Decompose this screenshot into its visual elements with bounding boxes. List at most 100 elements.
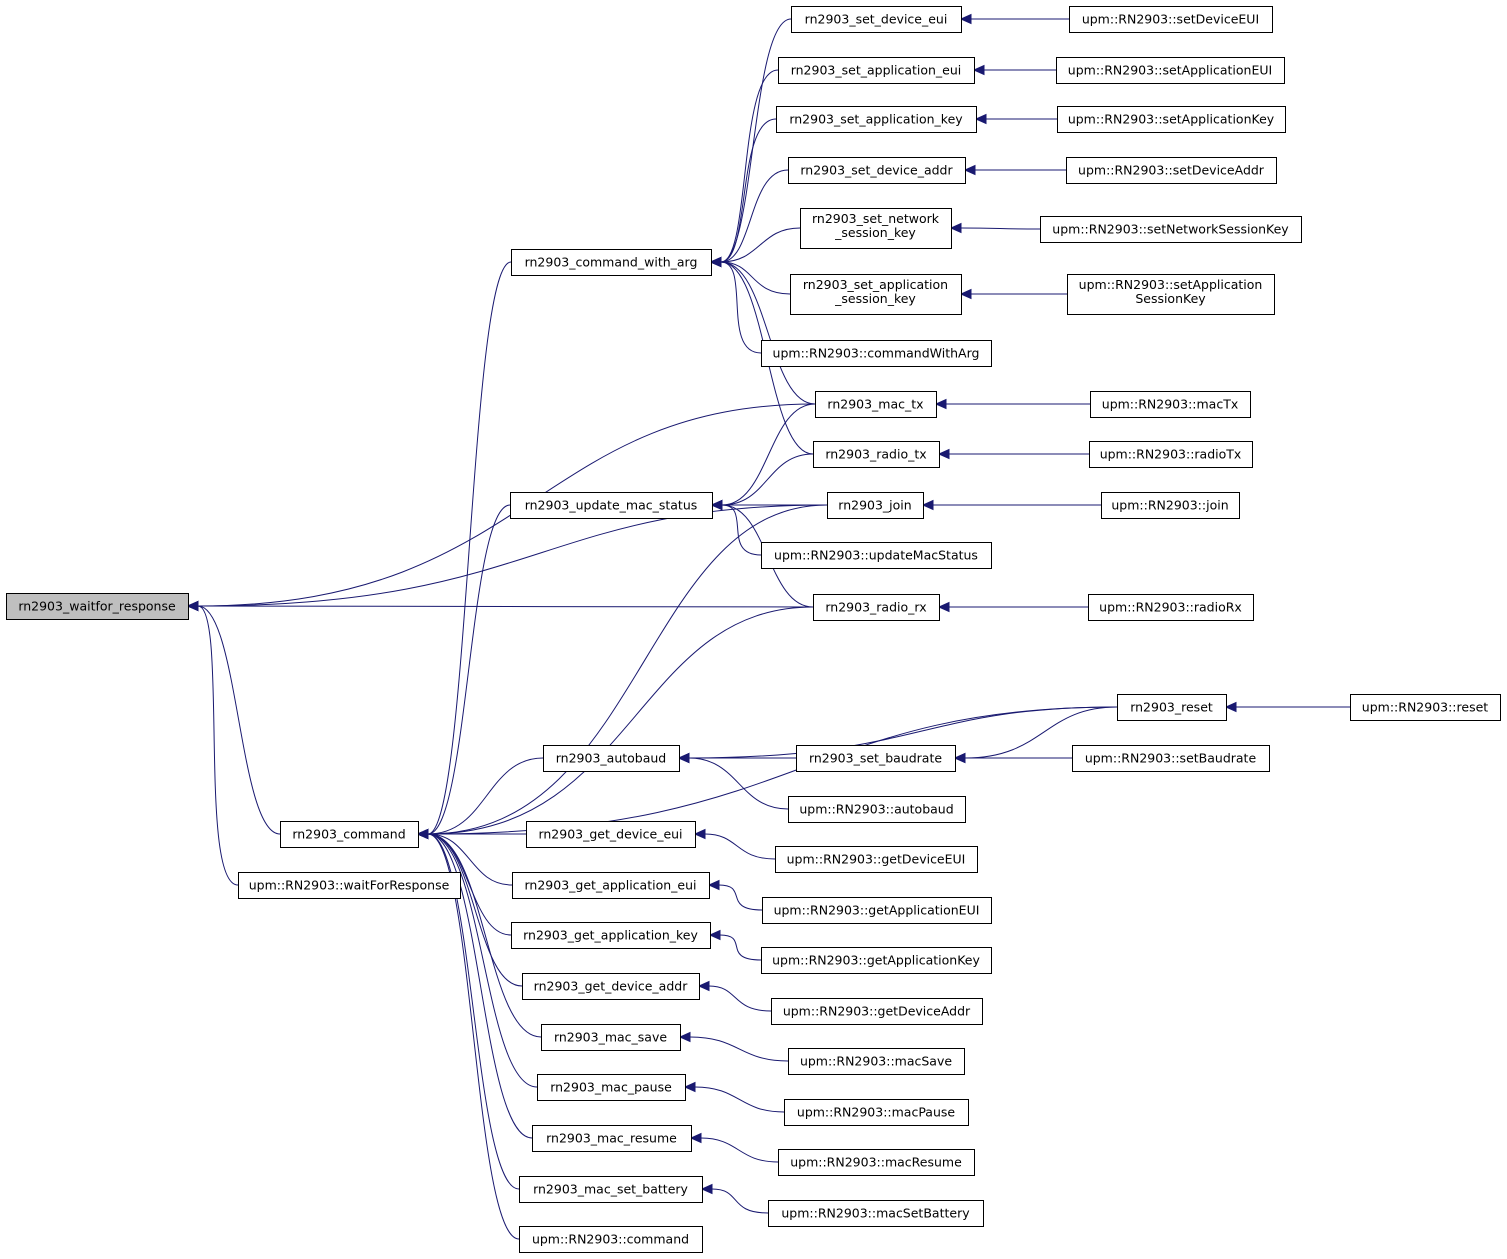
- node-label: rn2903_waitfor_response: [18, 599, 176, 614]
- node-get-device-addr[interactable]: rn2903_get_device_addr: [522, 973, 700, 1000]
- node-upm-getApplicationEUI[interactable]: upm::RN2903::getApplicationEUI: [762, 897, 992, 924]
- node-label: rn2903_mac_pause: [550, 1080, 672, 1095]
- edge-upm-getApplicationEUI-to-get-application-eui: [718, 884, 763, 911]
- node-label: rn2903_set_device_addr: [800, 163, 953, 178]
- node-box: [511, 922, 711, 949]
- node-upm-autobaud[interactable]: upm::RN2903::autobaud: [788, 796, 966, 823]
- edge-upm-getDeviceEUI-to-get-device-eui: [704, 833, 776, 860]
- node-label: upm::RN2903::setApplication: [1079, 277, 1263, 292]
- node-upm-getDeviceEUI[interactable]: upm::RN2903::getDeviceEUI: [775, 846, 978, 873]
- node-box: [1072, 745, 1270, 772]
- node-upm-macTx[interactable]: upm::RN2903::macTx: [1090, 391, 1251, 418]
- node-set-device-addr[interactable]: rn2903_set_device_addr: [788, 157, 966, 184]
- node-upm-setBaudrate[interactable]: upm::RN2903::setBaudrate: [1072, 745, 1270, 772]
- edge-reset-to-autobaud: [688, 706, 1118, 759]
- node-radio-tx[interactable]: rn2903_radio_tx: [813, 441, 940, 468]
- node-radio-rx[interactable]: rn2903_radio_rx: [813, 594, 940, 621]
- node-set-application-session-key[interactable]: rn2903_set_application_session_key: [790, 274, 962, 315]
- node-label: _session_key: [834, 225, 916, 240]
- node-box: [790, 274, 962, 315]
- arrowhead: [689, 1132, 702, 1144]
- node-label: upm::RN2903::setDeviceAddr: [1078, 163, 1265, 178]
- node-box: [762, 897, 992, 924]
- edge-radio-tx-to-update-mac-status: [721, 453, 814, 506]
- edge-get-application-eui-to-command: [427, 833, 513, 886]
- node-set-application-eui[interactable]: rn2903_set_application_eui: [778, 57, 975, 84]
- node-label: upm::RN2903::autobaud: [799, 802, 953, 817]
- node-label: rn2903_set_application_key: [789, 112, 963, 127]
- node-upm-macResume[interactable]: upm::RN2903::macResume: [778, 1149, 975, 1176]
- arrowhead: [678, 1031, 691, 1043]
- edge-upm-updateMacStatus-to-update-mac-status: [721, 504, 762, 556]
- node-upm-setApplicationKey[interactable]: upm::RN2903::setApplicationKey: [1057, 106, 1286, 133]
- node-box: [280, 821, 419, 848]
- node-upm-macPause[interactable]: upm::RN2903::macPause: [784, 1099, 969, 1126]
- edge-set-device-addr-to-command-with-arg: [720, 169, 789, 263]
- arrowhead: [709, 256, 722, 268]
- node-label: upm::RN2903::setApplicationEUI: [1068, 63, 1272, 78]
- node-mac-tx[interactable]: rn2903_mac_tx: [815, 391, 937, 418]
- node-set-network-session-key[interactable]: rn2903_set_network_session_key: [800, 208, 952, 249]
- node-upm-setNetworkSessionKey[interactable]: upm::RN2903::setNetworkSessionKey: [1040, 216, 1302, 243]
- node-box: [1350, 694, 1501, 721]
- node-box: [778, 57, 975, 84]
- node-label: rn2903_command_with_arg: [525, 255, 698, 270]
- node-upm-waitForResponse[interactable]: upm::RN2903::waitForResponse: [238, 872, 461, 899]
- node-upm-getApplicationKey[interactable]: upm::RN2903::getApplicationKey: [761, 947, 992, 974]
- node-upm-updateMacStatus[interactable]: upm::RN2903::updateMacStatus: [761, 542, 992, 569]
- node-upm-setApplicationEUI[interactable]: upm::RN2903::setApplicationEUI: [1056, 57, 1285, 84]
- node-update-mac-status[interactable]: rn2903_update_mac_status: [510, 492, 713, 519]
- node-autobaud[interactable]: rn2903_autobaud: [543, 745, 680, 772]
- node-command[interactable]: rn2903_command: [280, 821, 419, 848]
- node-mac-set-battery[interactable]: rn2903_mac_set_battery: [519, 1176, 703, 1203]
- node-upm-reset[interactable]: upm::RN2903::reset: [1350, 694, 1501, 721]
- node-label: upm::RN2903::waitForResponse: [249, 878, 450, 893]
- node-upm-commandWithArg[interactable]: upm::RN2903::commandWithArg: [761, 340, 992, 367]
- node-upm-setDeviceAddr[interactable]: upm::RN2903::setDeviceAddr: [1066, 157, 1277, 184]
- arrowhead: [677, 752, 690, 764]
- node-set-device-eui[interactable]: rn2903_set_device_eui: [791, 6, 962, 33]
- node-upm-join[interactable]: upm::RN2903::join: [1101, 492, 1240, 519]
- node-label: _session_key: [834, 291, 916, 306]
- node-label: rn2903_mac_save: [554, 1030, 667, 1045]
- node-mac-resume[interactable]: rn2903_mac_resume: [532, 1125, 692, 1152]
- node-waitfor-response[interactable]: rn2903_waitfor_response: [6, 593, 189, 620]
- node-upm-macSetBattery[interactable]: upm::RN2903::macSetBattery: [768, 1200, 984, 1227]
- node-label: upm::RN2903::reset: [1362, 700, 1488, 715]
- edge-upm-setNetworkSessionKey-to-set-network-session-key: [960, 227, 1041, 230]
- node-label: upm::RN2903::macResume: [790, 1155, 962, 1170]
- node-get-application-key[interactable]: rn2903_get_application_key: [511, 922, 711, 949]
- node-upm-macSave[interactable]: upm::RN2903::macSave: [788, 1048, 965, 1075]
- node-set-baudrate[interactable]: rn2903_set_baudrate: [796, 745, 956, 772]
- node-set-application-key[interactable]: rn2903_set_application_key: [776, 106, 977, 133]
- node-box: [6, 593, 189, 620]
- node-label: rn2903_set_application_eui: [791, 63, 962, 78]
- node-get-application-eui[interactable]: rn2903_get_application_eui: [512, 872, 710, 899]
- node-label: rn2903_mac_resume: [546, 1131, 677, 1146]
- node-upm-radioRx[interactable]: upm::RN2903::radioRx: [1088, 594, 1254, 621]
- arrowhead: [697, 980, 710, 992]
- node-upm-radioTx[interactable]: upm::RN2903::radioTx: [1089, 441, 1253, 468]
- node-layer: rn2903_waitfor_responsern2903_commandupm…: [6, 6, 1501, 1253]
- node-mac-save[interactable]: rn2903_mac_save: [541, 1024, 681, 1051]
- node-command-with-arg[interactable]: rn2903_command_with_arg: [511, 249, 712, 276]
- node-label: rn2903_mac_tx: [827, 397, 923, 412]
- edge-upm-macSetBattery-to-mac-set-battery: [711, 1188, 769, 1214]
- edge-join-to-command: [427, 504, 828, 835]
- node-label: rn2903_mac_set_battery: [533, 1182, 688, 1197]
- edge-update-mac-status-to-command: [427, 504, 511, 835]
- edge-upm-getDeviceAddr-to-get-device-addr: [708, 985, 772, 1012]
- node-upm-command[interactable]: upm::RN2903::command: [519, 1226, 703, 1253]
- node-get-device-eui[interactable]: rn2903_get_device_eui: [526, 821, 696, 848]
- node-upm-getDeviceAddr[interactable]: upm::RN2903::getDeviceAddr: [771, 998, 983, 1025]
- node-box: [1040, 216, 1302, 243]
- arrowhead: [186, 600, 199, 612]
- edge-get-device-addr-to-command: [427, 833, 523, 987]
- node-label: rn2903_set_device_eui: [805, 12, 948, 27]
- node-upm-setDeviceEUI[interactable]: upm::RN2903::setDeviceEUI: [1069, 6, 1273, 33]
- node-reset[interactable]: rn2903_reset: [1117, 694, 1227, 721]
- node-join[interactable]: rn2903_join: [827, 492, 924, 519]
- node-mac-pause[interactable]: rn2903_mac_pause: [537, 1074, 686, 1101]
